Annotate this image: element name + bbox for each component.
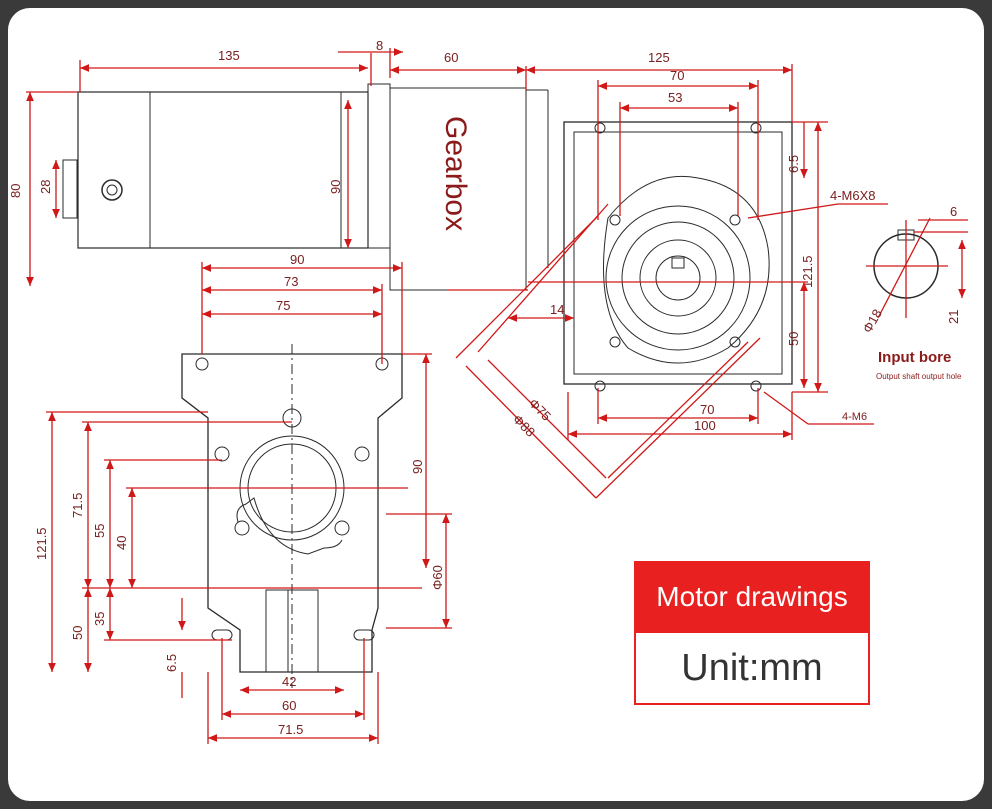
dim-bore-6: 6 — [950, 204, 957, 219]
dim-70-top: 70 — [670, 68, 684, 83]
dim-71-5-front: 71.5 — [70, 493, 85, 518]
dim-14: 14 — [550, 302, 564, 317]
dim-6-5-front: 6.5 — [164, 654, 179, 672]
dim-8: 8 — [376, 38, 383, 53]
dim-42: 42 — [282, 674, 296, 689]
dim-80: 80 — [8, 184, 23, 198]
dim-75: 75 — [276, 298, 290, 313]
dim-4m6: 4-M6 — [842, 411, 867, 423]
motor-side-view: 135 8 60 80 28 90 Gearbox — [8, 38, 549, 291]
gearbox-side-view: 125 70 53 6.5 121.5 50 4-M6X8 14 70 100 — [448, 50, 888, 499]
dim-60-bottom: 60 — [282, 698, 296, 713]
dim-40: 40 — [114, 536, 129, 550]
dim-28: 28 — [38, 180, 53, 194]
dim-71-5-bottom: 71.5 — [278, 722, 303, 737]
input-bore-title: Input bore — [878, 349, 952, 366]
dim-70-bottom: 70 — [700, 402, 714, 417]
unit-badge: Unit:mm — [634, 633, 870, 705]
dim-121-5-side: 121.5 — [800, 255, 815, 288]
dim-125: 125 — [648, 50, 670, 65]
dim-73: 73 — [284, 274, 298, 289]
dim-35: 35 — [92, 612, 107, 626]
dim-60: 60 — [444, 50, 458, 65]
dim-100: 100 — [694, 418, 716, 433]
dim-90-front: 90 — [290, 252, 304, 267]
dim-phi75: Φ75 — [526, 396, 554, 424]
gearbox-title: Gearbox — [439, 116, 472, 231]
input-bore-subtitle: Output shaft output hole — [876, 372, 962, 381]
drawing-sheet: 135 8 60 80 28 90 Gearbox — [8, 8, 984, 801]
dim-4m6x8: 4-M6X8 — [830, 188, 876, 203]
dim-121-5-front: 121.5 — [34, 527, 49, 560]
technical-drawing: 135 8 60 80 28 90 Gearbox — [8, 38, 968, 744]
dim-90-vertical: 90 — [410, 460, 425, 474]
input-bore-view: 6 21 Φ18 — [860, 204, 968, 336]
motor-drawings-badge: Motor drawings — [634, 561, 870, 633]
dim-53: 53 — [668, 90, 682, 105]
dim-50-front: 50 — [70, 626, 85, 640]
dim-55: 55 — [92, 524, 107, 538]
dim-phi60: Φ60 — [430, 565, 445, 590]
dim-6-5-side: 6.5 — [786, 155, 801, 173]
dim-90-top: 90 — [328, 180, 343, 194]
dim-135: 135 — [218, 48, 240, 63]
gearbox-front-view: 90 73 75 90 Φ60 121.5 71.5 55 40 35 50 6… — [34, 252, 452, 744]
dim-50-side: 50 — [786, 332, 801, 346]
dim-bore-21: 21 — [946, 310, 961, 324]
